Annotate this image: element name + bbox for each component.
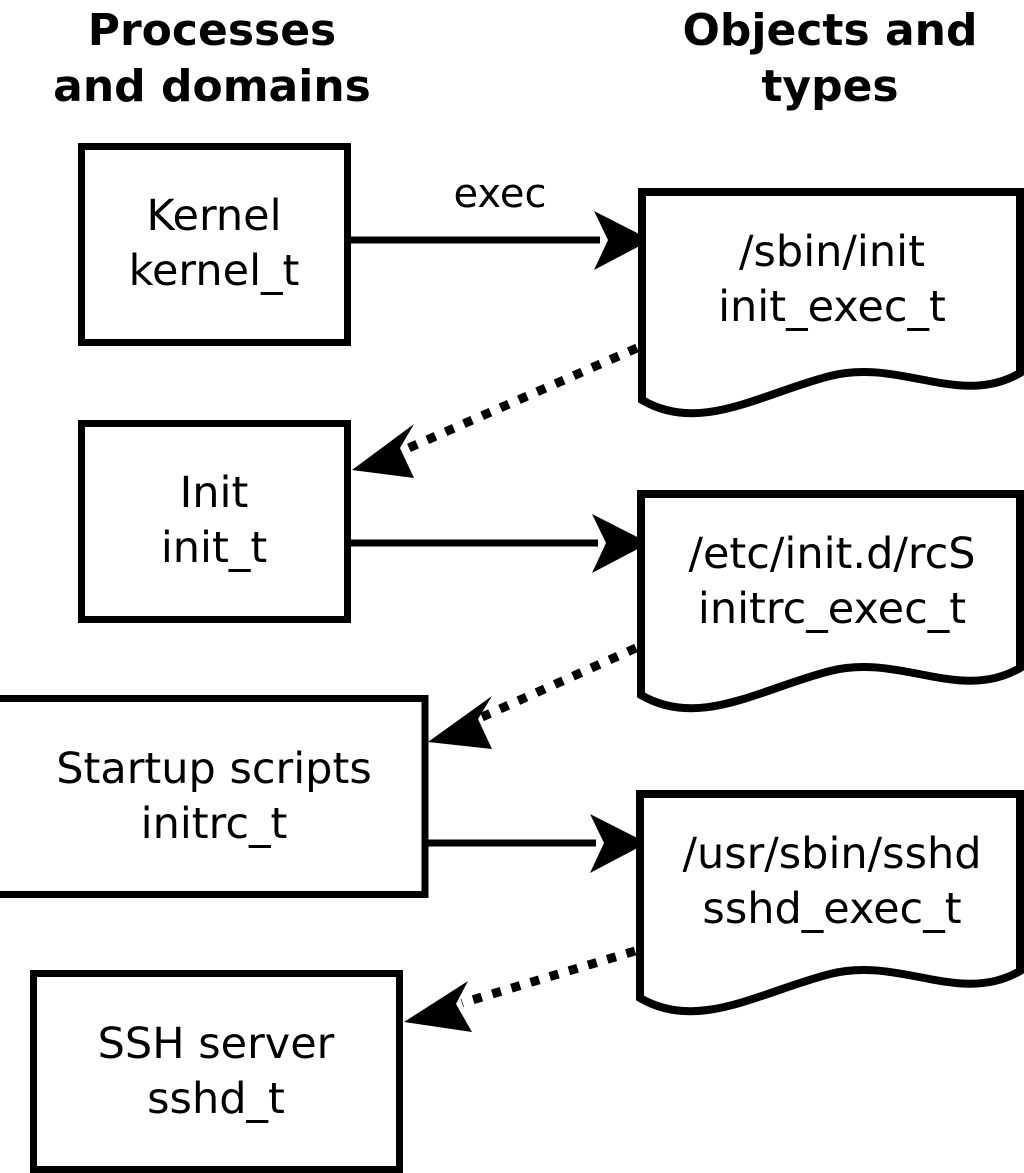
edge-sshd-exec-to-sshd-arrowhead [404,981,472,1032]
edge-initrc-exec-sshd-arrowhead [590,814,647,873]
column-header-objects-line2: types [761,61,898,112]
column-header-processes-line2: and domains [53,61,371,112]
edge-kernel-exec-init: exec [348,171,651,270]
node-kernel-line2: kernel_t [129,246,300,296]
edge-init-exec-to-init-arrowhead [352,424,414,478]
column-header-objects-line1: Objects and [683,5,978,56]
edge-initrc-exec-to-initrc [428,643,638,749]
node-sshd-exec-line1: /usr/sbin/sshd [682,829,981,879]
edge-init-exec-to-init [352,343,639,478]
node-init-exec-line1: /sbin/init [739,227,925,277]
node-initrc-exec-document-shape[interactable] [637,490,1024,713]
edge-initrc-exec-sshd [426,814,647,873]
node-initrc-exec-line1: /etc/init.d/rcS [688,529,975,579]
node-kernel-box[interactable] [78,143,351,346]
node-sshd-exec-line2: sshd_exec_t [702,884,961,934]
node-ssh-server[interactable]: SSH server sshd_t [30,970,403,1173]
node-sshd-exec[interactable]: /usr/sbin/sshd sshd_exec_t [636,790,1024,1016]
node-init-exec-line2: init_exec_t [718,282,946,332]
edge-init-exec-initrc [348,514,649,573]
edge-sshd-exec-to-sshd-line [460,946,637,1008]
node-initrc-exec-line2: initrc_exec_t [698,584,966,634]
node-sshd-exec-document-shape[interactable] [636,790,1024,1016]
node-init[interactable]: Init init_t [78,420,351,623]
node-init-line2: init_t [161,523,267,573]
node-init-line1: Init [180,468,249,518]
node-ssh-server-box[interactable] [30,970,403,1173]
node-initrc-exec[interactable]: /etc/init.d/rcS initrc_exec_t [637,490,1024,713]
edge-init-exec-to-init-line [402,343,639,455]
edge-initrc-exec-to-initrc-line [480,643,638,722]
node-ssh-server-line2: sshd_t [147,1074,285,1124]
edge-label-exec: exec [454,171,547,217]
edge-kernel-exec-init-arrowhead [594,211,651,270]
node-kernel[interactable]: Kernel kernel_t [78,143,351,346]
node-kernel-line1: Kernel [146,191,281,241]
column-header-processes-line1: Processes [88,5,337,56]
edge-sshd-exec-to-sshd [404,946,637,1032]
edge-initrc-exec-to-initrc-arrowhead [428,696,492,749]
node-startup-scripts-line2: initrc_t [141,799,288,849]
node-ssh-server-line1: SSH server [98,1019,335,1069]
node-init-exec-document-shape[interactable] [638,188,1024,418]
node-init-exec[interactable]: /sbin/init init_exec_t [638,188,1024,418]
node-startup-scripts[interactable]: Startup scripts initrc_t [0,695,429,898]
column-header-processes: Processes and domains [53,5,371,112]
edge-init-exec-initrc-arrowhead [592,514,649,573]
node-init-box[interactable] [78,420,351,623]
column-header-objects: Objects and types [683,5,978,112]
node-startup-scripts-line1: Startup scripts [56,744,372,794]
node-startup-scripts-box[interactable] [0,695,429,898]
